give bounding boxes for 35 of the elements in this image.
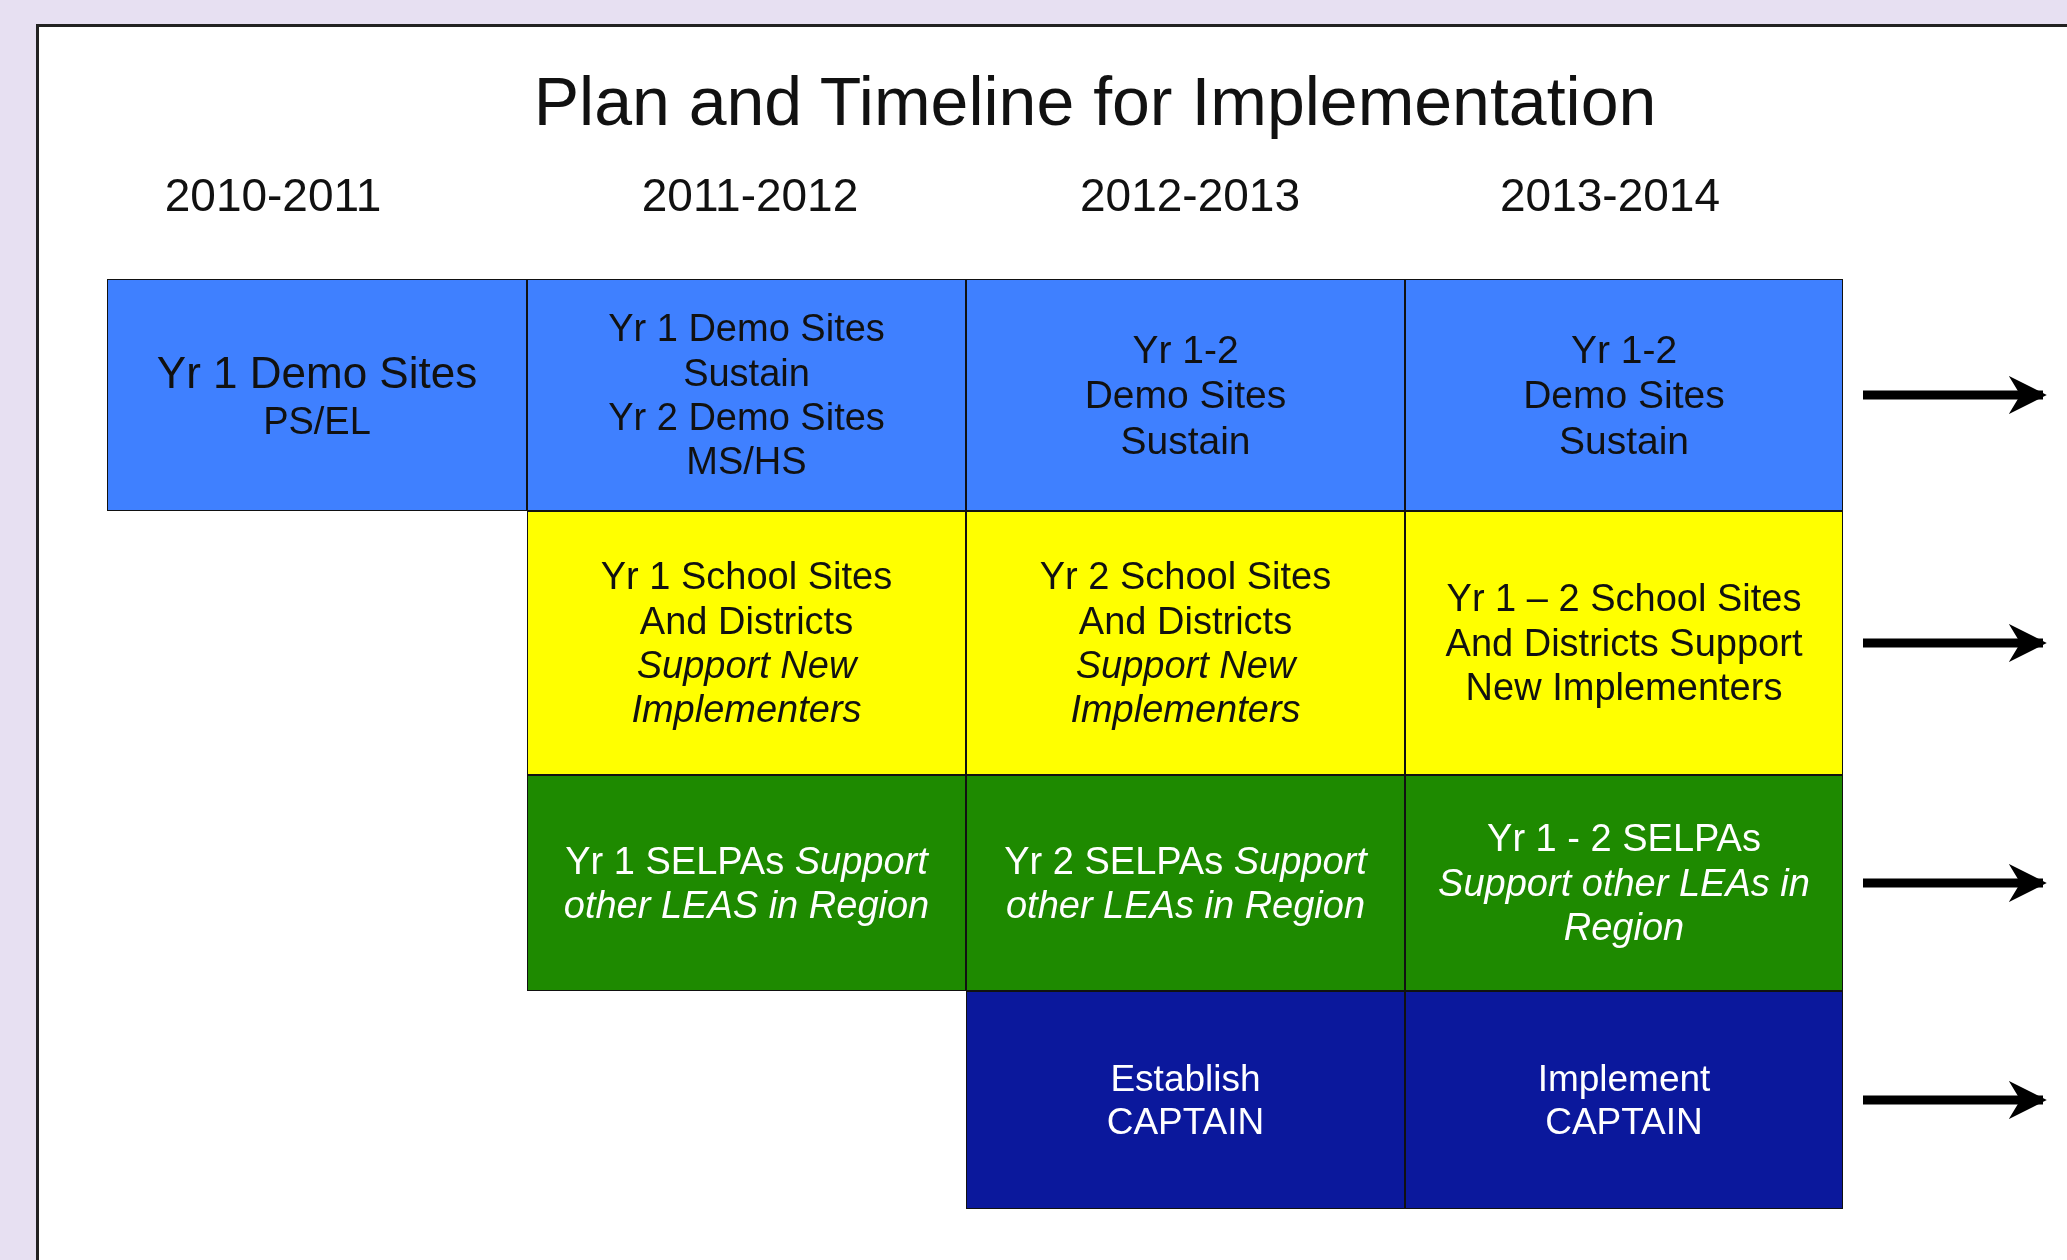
cell-text: Yr 1-2 Demo Sites Sustain xyxy=(1522,326,1726,464)
cell-text: Yr 1 - 2 SELPAs Support other LEAs in Region xyxy=(1437,816,1811,950)
timeline-cell xyxy=(966,991,1405,1209)
timeline-cell xyxy=(527,279,966,511)
cell-text: Implement CAPTAIN xyxy=(1536,1056,1712,1144)
cell-text: Yr 1 Demo Sites Sustain xyxy=(607,306,886,395)
year-label: 2010-2011 xyxy=(164,168,382,222)
cell-text: Yr 2 School Sites And Districts Support New Implementers xyxy=(1038,554,1333,732)
timeline-cell xyxy=(1405,991,1843,1209)
year-label: 2012-2013 xyxy=(1080,168,1300,222)
timeline-cell xyxy=(966,511,1405,775)
cell-text: Establish CAPTAIN xyxy=(1105,1056,1266,1144)
arrow xyxy=(1863,1081,2047,1119)
cell-text: Yr 1 SELPAs Support other LEAS in Region xyxy=(562,838,931,928)
cell-text: Yr 1-2 Demo Sites Sustain xyxy=(1083,326,1288,464)
cell-text: Yr 1 – 2 School Sites And Districts Support New Implementers xyxy=(1444,576,1804,710)
timeline-cell xyxy=(1405,511,1843,775)
cell-text: Yr 1 Demo Sites xyxy=(156,347,478,399)
cell-text: PS/EL xyxy=(263,398,371,443)
timeline-cell xyxy=(966,279,1405,511)
timeline-cell xyxy=(527,775,966,991)
cell-text: Yr 2 SELPAs Support other LEAs in Region xyxy=(1003,838,1369,928)
timeline-cell xyxy=(107,279,527,511)
timeline-cell xyxy=(527,511,966,775)
cell-text: Yr 1 School Sites And Districts Support New Implementers xyxy=(599,554,894,732)
arrow xyxy=(1863,624,2047,662)
timeline-cell xyxy=(966,775,1405,991)
timeline-cell xyxy=(1405,279,1843,511)
timeline-cell xyxy=(1405,775,1843,991)
arrow xyxy=(1863,376,2047,414)
year-label: 2013-2014 xyxy=(1500,168,1720,222)
arrow xyxy=(1863,864,2047,902)
diagram-title: Plan and Timeline for Implementation xyxy=(532,62,1658,140)
year-label: 2011-2012 xyxy=(641,168,859,222)
cell-text: Yr 2 Demo Sites MS/HS xyxy=(607,395,886,484)
